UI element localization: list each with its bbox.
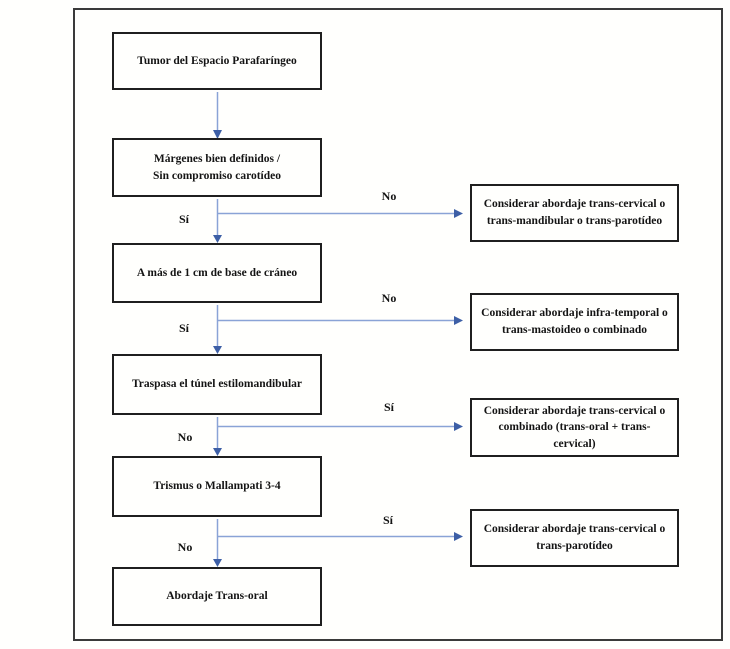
node-outcome-4: Considerar abordaje trans-cervical o tra… bbox=[470, 509, 679, 567]
edge-label-q4-down: No bbox=[177, 540, 193, 554]
node-outcome-3: Considerar abordaje trans-cervical o com… bbox=[470, 398, 679, 457]
edge-label-q1-branch: No bbox=[381, 189, 397, 203]
node-end-transoral-label: Abordaje Trans-oral bbox=[166, 590, 268, 603]
node-question-margins: Márgenes bien definidos / Sin compromiso… bbox=[112, 138, 322, 197]
node-outcome-2: Considerar abordaje infra-temporal o tra… bbox=[470, 293, 679, 351]
node-end-transoral: Abordaje Trans-oral bbox=[112, 567, 322, 626]
node-outcome-1: Considerar abordaje trans-cervical o tra… bbox=[470, 184, 679, 242]
node-outcome-3-label: Considerar abordaje trans-cervical o com… bbox=[483, 404, 666, 450]
node-question-trismus-mallampati: Trismus o Mallampati 3-4 bbox=[112, 456, 322, 517]
edge-label-q4-branch: Sí bbox=[382, 513, 394, 527]
node-start: Tumor del Espacio Parafaríngeo bbox=[112, 32, 322, 90]
edge-label-q3-down: No bbox=[177, 430, 193, 444]
node-outcome-2-label: Considerar abordaje infra-temporal o tra… bbox=[481, 307, 668, 336]
node-question-skull-base: A más de 1 cm de base de cráneo bbox=[112, 243, 322, 303]
node-question-stylomandibular-tunnel-label: Traspasa el túnel estilomandibular bbox=[131, 378, 303, 391]
node-outcome-4-label: Considerar abordaje trans-cervical o tra… bbox=[483, 523, 666, 552]
node-question-trismus-mallampati-label: Trismus o Mallampati 3-4 bbox=[153, 480, 281, 493]
edge-label-q2-branch: No bbox=[381, 291, 397, 305]
node-question-skull-base-label: A más de 1 cm de base de cráneo bbox=[136, 266, 298, 279]
node-question-margins-label: Márgenes bien definidos / Sin compromiso… bbox=[153, 152, 281, 182]
node-start-label: Tumor del Espacio Parafaríngeo bbox=[137, 54, 297, 67]
edge-label-q1-down: Sí bbox=[178, 212, 190, 226]
node-outcome-1-label: Considerar abordaje trans-cervical o tra… bbox=[483, 198, 666, 227]
edge-label-q3-branch: Sí bbox=[383, 400, 395, 414]
node-question-stylomandibular-tunnel: Traspasa el túnel estilomandibular bbox=[112, 354, 322, 415]
edge-label-q2-down: Sí bbox=[178, 321, 190, 335]
figure-border bbox=[73, 8, 723, 641]
